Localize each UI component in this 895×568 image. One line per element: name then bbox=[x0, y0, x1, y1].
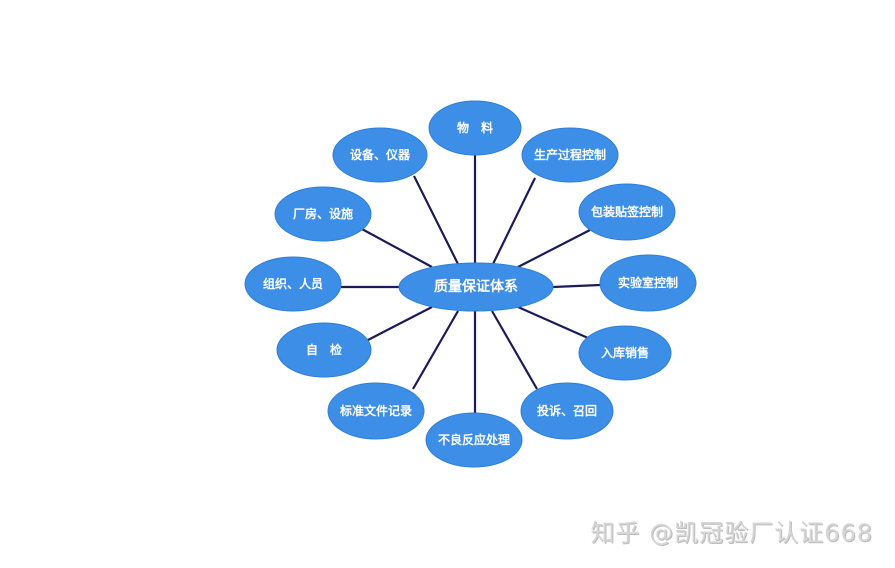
node-ellipse bbox=[276, 322, 372, 378]
node-self-inspection: 自 检 bbox=[276, 322, 372, 378]
node-organization-personnel: 组织、人员 bbox=[244, 256, 342, 312]
node-label: 物 料 bbox=[457, 120, 493, 135]
connector-equipment-instruments bbox=[413, 175, 459, 265]
center-label: 质量保证体系 bbox=[434, 278, 518, 295]
connector-standard-docs bbox=[412, 310, 459, 390]
node-materials: 物 料 bbox=[428, 100, 522, 156]
node-label: 设备、仪器 bbox=[350, 147, 411, 162]
node-label: 自 检 bbox=[306, 342, 342, 357]
node-standard-docs: 标准文件记录 bbox=[327, 382, 425, 440]
node-ellipse bbox=[425, 412, 523, 468]
node-complaint-recall: 投诉、召回 bbox=[520, 382, 614, 440]
node-ellipse bbox=[332, 127, 428, 183]
node-label: 投诉、召回 bbox=[537, 403, 597, 418]
node-premises-facilities: 厂房、设施 bbox=[274, 186, 372, 242]
node-packaging-label-control: 包装贴签控制 bbox=[578, 183, 676, 241]
node-ellipse bbox=[428, 100, 522, 156]
node-label: 标准文件记录 bbox=[339, 403, 412, 418]
watermark: 知乎 @凯冠验厂认证668 bbox=[590, 519, 873, 547]
connector-premises-facilities bbox=[359, 227, 433, 268]
connector-production-control bbox=[492, 177, 536, 265]
node-ellipse bbox=[520, 382, 614, 440]
node-equipment-instruments: 设备、仪器 bbox=[332, 127, 428, 183]
center-node: 质量保证体系 bbox=[398, 262, 554, 312]
node-ellipse bbox=[521, 127, 619, 183]
connector-complaint-recall bbox=[491, 310, 538, 390]
node-label: 入库销售 bbox=[601, 345, 649, 360]
node-storage-sales: 入库销售 bbox=[578, 325, 672, 381]
node-ellipse bbox=[578, 183, 676, 241]
connector-packaging-label-control bbox=[517, 229, 591, 268]
node-label: 生产过程控制 bbox=[534, 147, 606, 162]
node-ellipse bbox=[274, 186, 372, 242]
node-adverse-reaction: 不良反应处理 bbox=[425, 412, 523, 468]
connector-lines bbox=[341, 155, 601, 413]
connector-storage-sales bbox=[517, 305, 589, 340]
connector-lab-control bbox=[552, 283, 601, 289]
node-ellipse bbox=[244, 256, 342, 312]
node-label: 厂房、设施 bbox=[293, 206, 353, 221]
node-lab-control: 实验室控制 bbox=[599, 254, 697, 312]
node-label: 组织、人员 bbox=[263, 276, 323, 291]
connector-self-inspection bbox=[367, 306, 433, 341]
node-label: 包装贴签控制 bbox=[590, 204, 663, 219]
node-ellipse bbox=[599, 254, 697, 312]
node-ellipse bbox=[578, 325, 672, 381]
node-production-control: 生产过程控制 bbox=[521, 127, 619, 183]
node-label: 实验室控制 bbox=[618, 275, 678, 290]
node-ellipse bbox=[327, 382, 425, 440]
node-label: 不良反应处理 bbox=[438, 432, 510, 447]
center-ellipse bbox=[398, 262, 554, 312]
